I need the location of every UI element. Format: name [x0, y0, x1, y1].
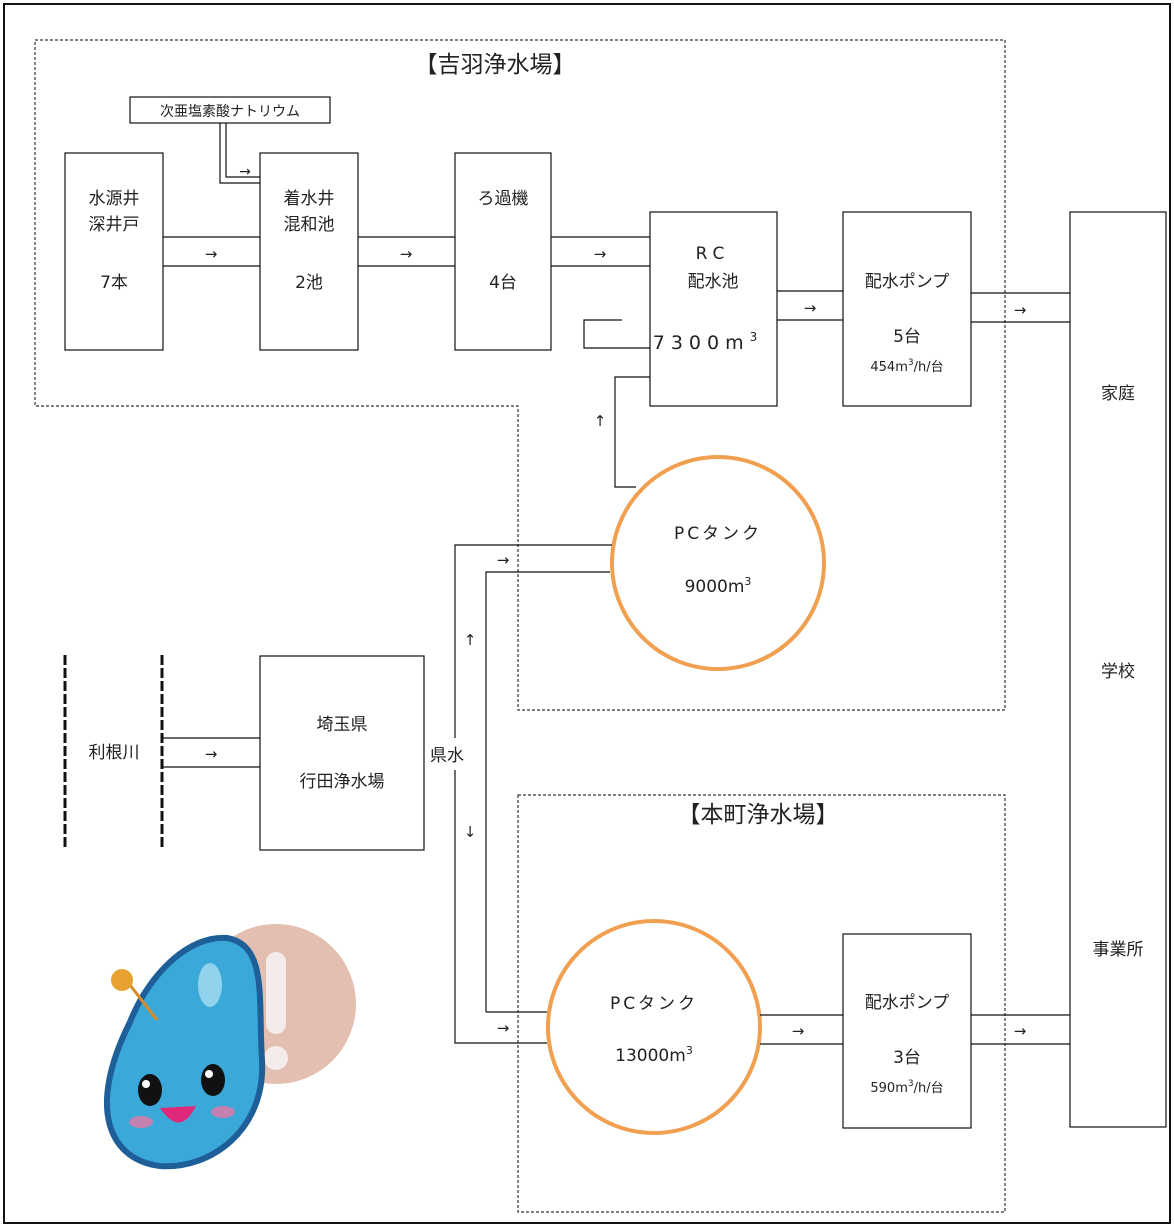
pc-tank-yoshiba-capacity: 9000m3 [685, 575, 752, 597]
prefecture-plant-line2: 行田浄水場 [300, 772, 385, 792]
mascot-eye-right [201, 1064, 225, 1096]
wells-line2: 深井戸 [89, 215, 140, 235]
chemical-label: 次亜塩素酸ナトリウム [160, 104, 300, 120]
wells-line1: 水源井 [89, 189, 140, 209]
pipe-pref-to-pc-inner [485, 571, 610, 1012]
prefecture-supply-label: 県水 [430, 746, 464, 766]
arrow-pump-to-consumers-bottom: → [1014, 1022, 1027, 1040]
filter-line1: ろ過機 [478, 189, 529, 209]
mascot-illustration [104, 924, 356, 1170]
outer-frame [3, 3, 1171, 1224]
pump-yoshiba-count: 5台 [893, 327, 921, 347]
mascot-eye-left [138, 1074, 162, 1106]
consumers-box [1069, 211, 1167, 1128]
consumer-school: 学校 [1101, 662, 1135, 682]
pump-yoshiba-rate: 454m3/h/台 [870, 358, 943, 375]
arrow-reservoir-to-pump: → [804, 299, 817, 317]
pump-yoshiba-line1: 配水ポンプ [865, 272, 950, 292]
pipe-loop-inner [614, 376, 650, 488]
arrow-loop-up: ↑ [594, 412, 607, 430]
rc-reservoir-box [649, 211, 778, 407]
mascot-antenna [111, 969, 133, 991]
mascot-body [104, 934, 266, 1170]
prefecture-plant-box [259, 655, 425, 851]
arrow-up-to-yoshiba: ↑ [464, 631, 477, 649]
wells-count: 7本 [100, 273, 128, 293]
pump-honcho-box [842, 933, 972, 1129]
yoshiba-plant-boundary [34, 39, 1006, 711]
rc-reservoir-line2: 配水池 [688, 272, 739, 292]
pipe-mixing-to-filter [358, 236, 455, 267]
exclamation-icon [266, 952, 286, 1034]
mixing-basin-count: 2池 [295, 273, 323, 293]
pipe-reservoir-to-pump [777, 290, 843, 321]
prefecture-plant-line1: 埼玉県 [317, 715, 368, 735]
mixing-basin-line2: 混和池 [284, 215, 335, 235]
arrow-wells-to-mixing: → [205, 245, 218, 263]
pipe-pump-to-consumers-top [971, 292, 1070, 323]
mixing-basin-box [259, 152, 359, 351]
consumer-home: 家庭 [1101, 384, 1135, 404]
yoshiba-plant-title: 【吉羽浄水場】 [415, 52, 576, 78]
mascot-mouth [160, 1106, 196, 1123]
arrow-mixing-to-filter: → [400, 245, 413, 263]
mixing-basin-line1: 着水井 [284, 189, 335, 209]
river-label: 利根川 [89, 743, 140, 763]
rc-reservoir-capacity: 7300m3 [653, 330, 764, 354]
arrow-river-to-plant: → [205, 745, 218, 763]
rc-reservoir-line1: RC [696, 244, 731, 264]
honcho-plant-boundary [517, 794, 1006, 1213]
chemical-pipe [219, 123, 260, 184]
wells-box [64, 152, 164, 351]
consumer-business: 事業所 [1093, 940, 1144, 960]
arrow-down-to-honcho: ↓ [464, 823, 477, 841]
arrow-filter-to-reservoir: → [594, 245, 607, 263]
pc-tank-honcho [546, 919, 762, 1135]
pipe-pref-to-pc-yoshiba-outer [454, 544, 612, 738]
pipe-loop-outer [583, 319, 650, 349]
pump-honcho-line1: 配水ポンプ [865, 993, 950, 1013]
pump-yoshiba-box [842, 211, 972, 407]
pc-tank-yoshiba-label: PCタンク [674, 524, 762, 544]
pc-tank-honcho-capacity: 13000m3 [615, 1044, 693, 1066]
chemical-arrow: → [239, 164, 251, 180]
filter-count: 4台 [489, 273, 517, 293]
pipe-pump-to-consumers-bottom [971, 1014, 1070, 1045]
pump-honcho-rate: 590m3/h/台 [870, 1079, 943, 1096]
pc-tank-honcho-label: PCタンク [610, 994, 698, 1014]
honcho-plant-title: 【本町浄水場】 [678, 802, 839, 828]
arrow-to-pc-yoshiba: → [497, 551, 510, 569]
pipe-pc-honcho-to-pump [760, 1014, 843, 1045]
arrow-pc-honcho-to-pump: → [792, 1022, 805, 1040]
arrow-pump-to-consumers-top: → [1014, 301, 1027, 319]
pump-honcho-count: 3台 [893, 1048, 921, 1068]
arrow-to-pc-honcho: → [497, 1019, 510, 1037]
filter-box [454, 152, 552, 351]
pipe-pref-to-pc-honcho-outer [454, 770, 547, 1044]
chemical-box [129, 96, 331, 124]
pipe-filter-to-reservoir [551, 236, 650, 267]
pc-tank-yoshiba [610, 455, 826, 671]
pipe-wells-to-mixing [163, 236, 260, 267]
pipe-river-to-plant [162, 737, 260, 768]
